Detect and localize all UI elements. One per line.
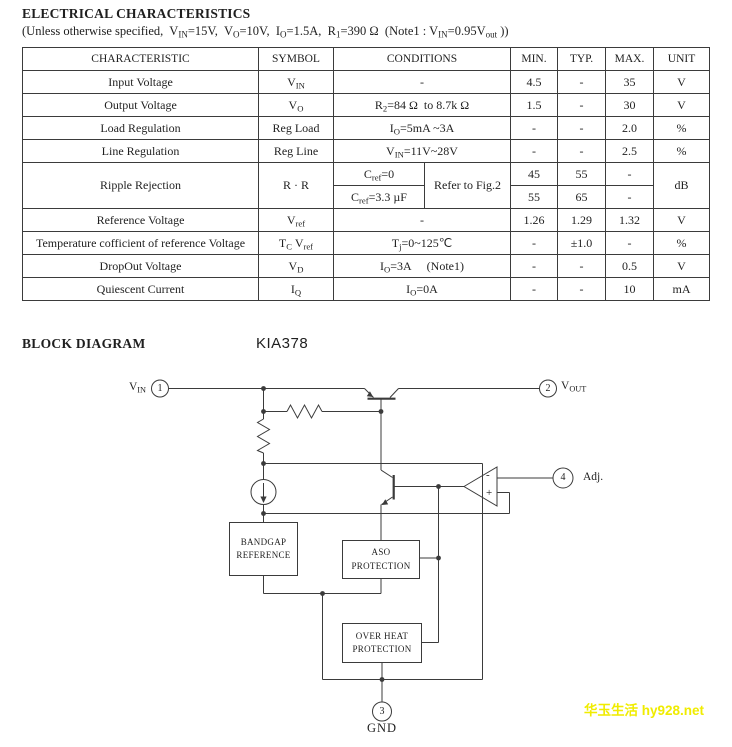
- max-cell: 30: [605, 93, 654, 117]
- pin-3-number: 3: [379, 705, 385, 717]
- symbol-cell: Vref: [258, 208, 334, 232]
- max-cell: -: [605, 231, 654, 255]
- symbol-cell: VO: [258, 93, 334, 117]
- max-cell: 0.5: [605, 254, 654, 278]
- table-row: Input Voltage VIN - 4.5 - 35 V: [22, 70, 710, 94]
- characteristic-cell: Temperature cofficient of reference Volt…: [22, 231, 259, 255]
- typ-cell: 1.29: [557, 208, 606, 232]
- min-cell: 55: [510, 185, 558, 209]
- min-cell: 1.5: [510, 93, 558, 117]
- block-label-line: ASO: [371, 547, 391, 557]
- characteristic-cell: Ripple Rejection: [22, 162, 259, 209]
- min-cell: 45: [510, 162, 558, 186]
- electrical-characteristics-table: CHARACTERISTIC SYMBOL CONDITIONS MIN. TY…: [22, 47, 710, 301]
- block-label-line: PROTECTION: [351, 560, 411, 571]
- max-cell: -: [605, 185, 654, 209]
- unit-cell: mA: [653, 277, 710, 301]
- col-header-conditions: CONDITIONS: [333, 47, 511, 71]
- pin-4-number: 4: [560, 472, 566, 483]
- table-row-ripple-1: Ripple Rejection R · R Cref=0 Refer to F…: [22, 162, 710, 209]
- unit-cell: V: [653, 254, 710, 278]
- aso-protection-block: ASO PROTECTION: [343, 541, 419, 578]
- part-number-label: KIA378: [256, 335, 309, 352]
- current-source: [250, 479, 277, 505]
- typ-cell: -: [557, 70, 606, 94]
- over-heat-protection-block: OVER HEAT PROTECTION: [343, 624, 421, 662]
- unit-cell: %: [653, 116, 710, 140]
- col-header-min: MIN.: [510, 47, 558, 71]
- test-conditions-subtitle: (Unless otherwise specified, VIN=15V, VO…: [22, 24, 509, 40]
- table-row-ripple-2: Cref=3.3 µF 55 65 -: [23, 185, 710, 209]
- unit-cell: V: [653, 93, 710, 117]
- max-cell: 1.32: [605, 208, 654, 232]
- characteristic-cell: Line Regulation: [22, 139, 259, 163]
- typ-cell: -: [557, 116, 606, 140]
- table-row: Output Voltage VO R2=84 Ω to 8.7k Ω 1.5 …: [22, 93, 710, 117]
- unit-cell: V: [653, 208, 710, 232]
- pin-1-number: 1: [157, 382, 163, 394]
- min-cell: -: [510, 277, 558, 301]
- table-row: Quiescent Current IQ IO=0A - - 10 mA: [22, 277, 710, 301]
- condition-cell: -: [333, 70, 511, 94]
- max-cell: 10: [605, 277, 654, 301]
- divider-resistor: [256, 418, 271, 454]
- symbol-cell: TC Vref: [258, 231, 334, 255]
- pin-2-number: 2: [545, 382, 551, 394]
- table-row: Load Regulation Reg Load IO=5mA ~3A - - …: [22, 116, 710, 140]
- junction-dots: [261, 386, 441, 682]
- block-label-line: REFERENCE: [236, 550, 291, 560]
- symbol-cell: IQ: [258, 277, 334, 301]
- block-diagram-heading: BLOCK DIAGRAM: [22, 336, 146, 351]
- vout-pin-label: VOUT: [561, 380, 587, 394]
- series-resistor: [263, 403, 381, 420]
- typ-cell: -: [557, 139, 606, 163]
- block-label-line: BANDGAP: [240, 536, 287, 547]
- block-label-line: OVER HEAT: [355, 630, 409, 641]
- bandgap-reference-block: BANDGAP REFERENCE: [230, 523, 297, 575]
- adj-pin-label: Adj.: [583, 470, 604, 483]
- unit-cell: V: [653, 70, 710, 94]
- watermark: 华玉生活 hy928.net: [584, 699, 732, 719]
- characteristic-cell: Input Voltage: [22, 70, 259, 94]
- watermark-site-text: hy928.net: [641, 703, 705, 718]
- condition-cell: IO=5mA ~3A: [333, 116, 511, 140]
- table-row: DropOut Voltage VD IO=3A (Note1) - - 0.5…: [22, 254, 710, 278]
- col-header-symbol: SYMBOL: [258, 47, 334, 71]
- pin-circles: [151, 379, 574, 722]
- typ-cell: ±1.0: [557, 231, 606, 255]
- condition-cell: -: [333, 208, 511, 232]
- opamp-triangle: [463, 466, 498, 507]
- driver-transistor: [380, 469, 464, 505]
- opamp-plus-sign: +: [486, 487, 493, 499]
- symbol-cell: VIN: [258, 70, 334, 94]
- unit-cell: dB: [653, 162, 710, 209]
- min-cell: -: [510, 254, 558, 278]
- characteristic-cell: DropOut Voltage: [22, 254, 259, 278]
- symbol-cell: VD: [258, 254, 334, 278]
- page-title: ELECTRICAL CHARACTERISTICS: [22, 6, 251, 21]
- condition-cell: IO=0A: [333, 277, 511, 301]
- power-transistor: [364, 388, 399, 400]
- vin-pin-label: VIN: [128, 381, 146, 395]
- symbol-cell: R · R: [258, 162, 334, 209]
- refer-cell: Refer to Fig.2: [424, 162, 511, 209]
- col-header-unit: UNIT: [653, 47, 710, 71]
- block-label-line: PROTECTION: [352, 644, 412, 654]
- characteristic-cell: Output Voltage: [22, 93, 259, 117]
- gnd-pin-label: GND: [366, 721, 398, 735]
- opamp-minus-sign: -: [486, 469, 490, 481]
- typ-cell: -: [557, 277, 606, 301]
- condition-cell: Cref=3.3 µF: [333, 185, 425, 209]
- characteristic-cell: Quiescent Current: [22, 277, 259, 301]
- watermark-cn-text: 华玉生活: [584, 703, 638, 718]
- function-block-outlines: [229, 522, 422, 663]
- condition-cell: R2=84 Ω to 8.7k Ω: [333, 93, 511, 117]
